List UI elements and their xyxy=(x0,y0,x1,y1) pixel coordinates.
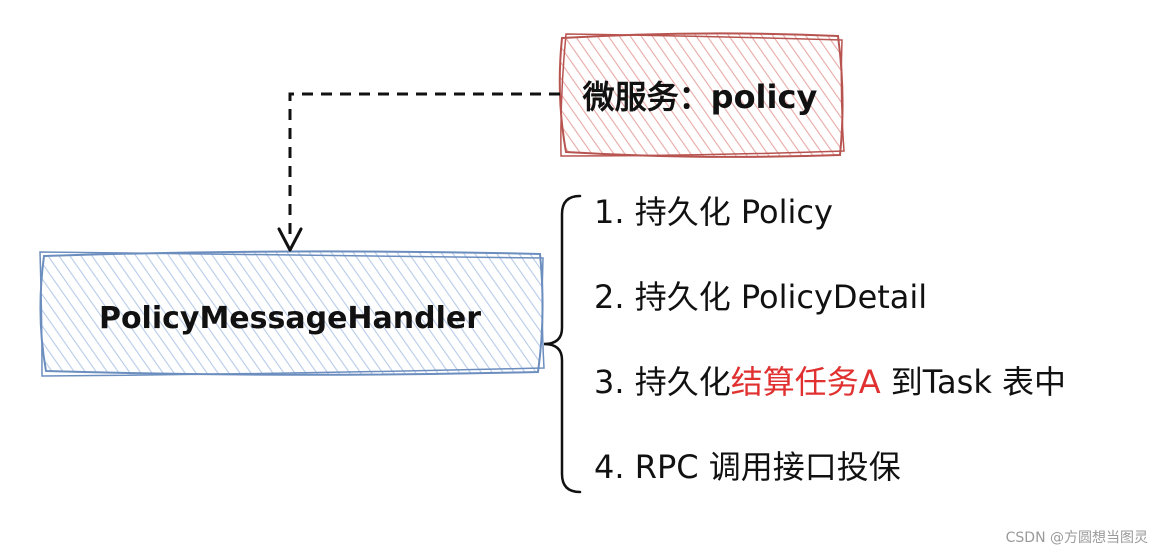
curly-brace xyxy=(543,194,582,494)
steps-list: 1. 持久化 Policy 2. 持久化 PolicyDetail 3. 持久化… xyxy=(594,193,1066,486)
step-2-text: 2. 持久化 PolicyDetail xyxy=(594,278,927,316)
step-1-text: 1. 持久化 Policy xyxy=(594,193,833,231)
service-node: 微服务：policy xyxy=(558,32,845,158)
step-3-highlight: 结算任务A xyxy=(731,363,881,401)
watermark: CSDN @方圆想当图灵 xyxy=(1006,530,1148,546)
handler-node: PolicyMessageHandler xyxy=(39,250,545,377)
step-3: 3. 持久化结算任务A 到Task 表中 xyxy=(594,363,1066,401)
step-2: 2. 持久化 PolicyDetail xyxy=(594,278,927,316)
step-1: 1. 持久化 Policy xyxy=(594,193,833,231)
step-4-text: 4. RPC 调用接口投保 xyxy=(594,448,901,486)
step-4: 4. RPC 调用接口投保 xyxy=(594,448,901,486)
service-node-label: 微服务：policy xyxy=(582,78,818,116)
step-3-text: 3. 持久化 xyxy=(594,363,731,401)
dashed-connector xyxy=(288,92,560,240)
handler-node-label: PolicyMessageHandler xyxy=(99,301,481,336)
step-3-suffix: 到Task 表中 xyxy=(881,363,1066,401)
arrow-head-icon xyxy=(277,227,303,252)
